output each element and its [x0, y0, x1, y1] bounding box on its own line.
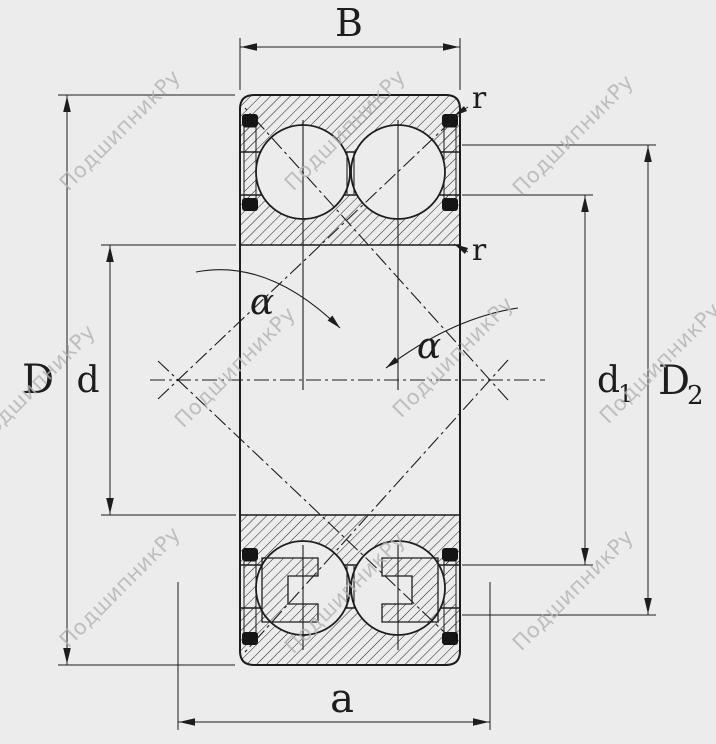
arrowhead: [454, 106, 467, 116]
label-D2-base: D: [658, 358, 690, 404]
arrowhead: [454, 244, 468, 254]
arrowhead: [106, 246, 114, 262]
label-contact-angle-left: α: [250, 282, 274, 323]
seal-lip-icon: [242, 114, 258, 127]
alpha-arc-left: [195, 269, 341, 329]
extension-lines-d1: [462, 194, 593, 566]
seal-lip-icon: [442, 198, 458, 211]
arrowhead: [443, 43, 459, 51]
cage-lines-bottom: [346, 566, 355, 608]
label-corner-radius-outer: r: [472, 81, 487, 116]
extension-lines-a: [177, 582, 491, 730]
arrowhead: [106, 498, 114, 514]
arrowhead: [644, 146, 652, 162]
contact-line: [157, 112, 461, 400]
watermark-text: ПодшипникРу: [508, 525, 638, 655]
label-corner-radius-inner: r: [472, 233, 487, 268]
contact-line: [157, 360, 461, 648]
arrowhead: [63, 96, 71, 112]
contact-line: [244, 359, 509, 653]
seal-top-right: [443, 126, 457, 200]
extension-lines-d: [101, 244, 236, 516]
extension-lines-D2: [462, 144, 656, 616]
alpha-arrowhead-right: [386, 357, 399, 368]
label-bore-diameter-d: d: [76, 360, 99, 401]
label-d1-subscript: 1: [618, 380, 633, 408]
label-pressure-center-distance-a: a: [330, 676, 354, 722]
dimension-labels: B r r D d d 1 D 2 a α α: [22, 1, 704, 722]
seal-bottom-left: [243, 560, 257, 634]
extension-lines-B: [239, 38, 461, 90]
seal-section-bottom-right: [381, 557, 439, 623]
seal-lip-icon: [242, 548, 258, 561]
arrowhead: [644, 598, 652, 614]
arrowhead: [473, 718, 489, 726]
alpha-arc-right: [385, 307, 519, 369]
arrowhead: [179, 718, 195, 726]
watermark-text: ПодшипникРу: [508, 70, 638, 200]
label-width-B: B: [335, 1, 363, 45]
seal-lip-icon: [242, 632, 258, 645]
seal-lip-icon: [442, 548, 458, 561]
seal-lip-icon: [242, 198, 258, 211]
label-D2-subscript: 2: [687, 381, 704, 411]
arrowhead: [63, 648, 71, 664]
seal-section-bottom-left: [261, 557, 319, 623]
arrowhead: [581, 548, 589, 564]
contact-line: [244, 107, 509, 401]
seal-lip-icon: [442, 632, 458, 645]
seal-bottom-right: [443, 560, 457, 634]
watermark-text: ПодшипникРу: [55, 65, 185, 195]
dimensions: [58, 38, 656, 730]
cage-lines-top: [346, 152, 355, 194]
angle-annotations: [195, 269, 519, 369]
label-contact-angle-right: α: [417, 326, 441, 367]
watermark-text: ПодшипникРу: [55, 522, 185, 652]
alpha-arrowhead-left: [327, 315, 340, 328]
seal-top-left: [243, 126, 257, 200]
label-outer-diameter-D: D: [22, 357, 54, 403]
centerlines: [150, 107, 545, 653]
arrowhead: [581, 196, 589, 212]
extension-lines-D: [58, 94, 235, 666]
arrowhead: [241, 43, 257, 51]
seal-lip-icon: [442, 114, 458, 127]
label-d1-base: d: [597, 360, 620, 401]
